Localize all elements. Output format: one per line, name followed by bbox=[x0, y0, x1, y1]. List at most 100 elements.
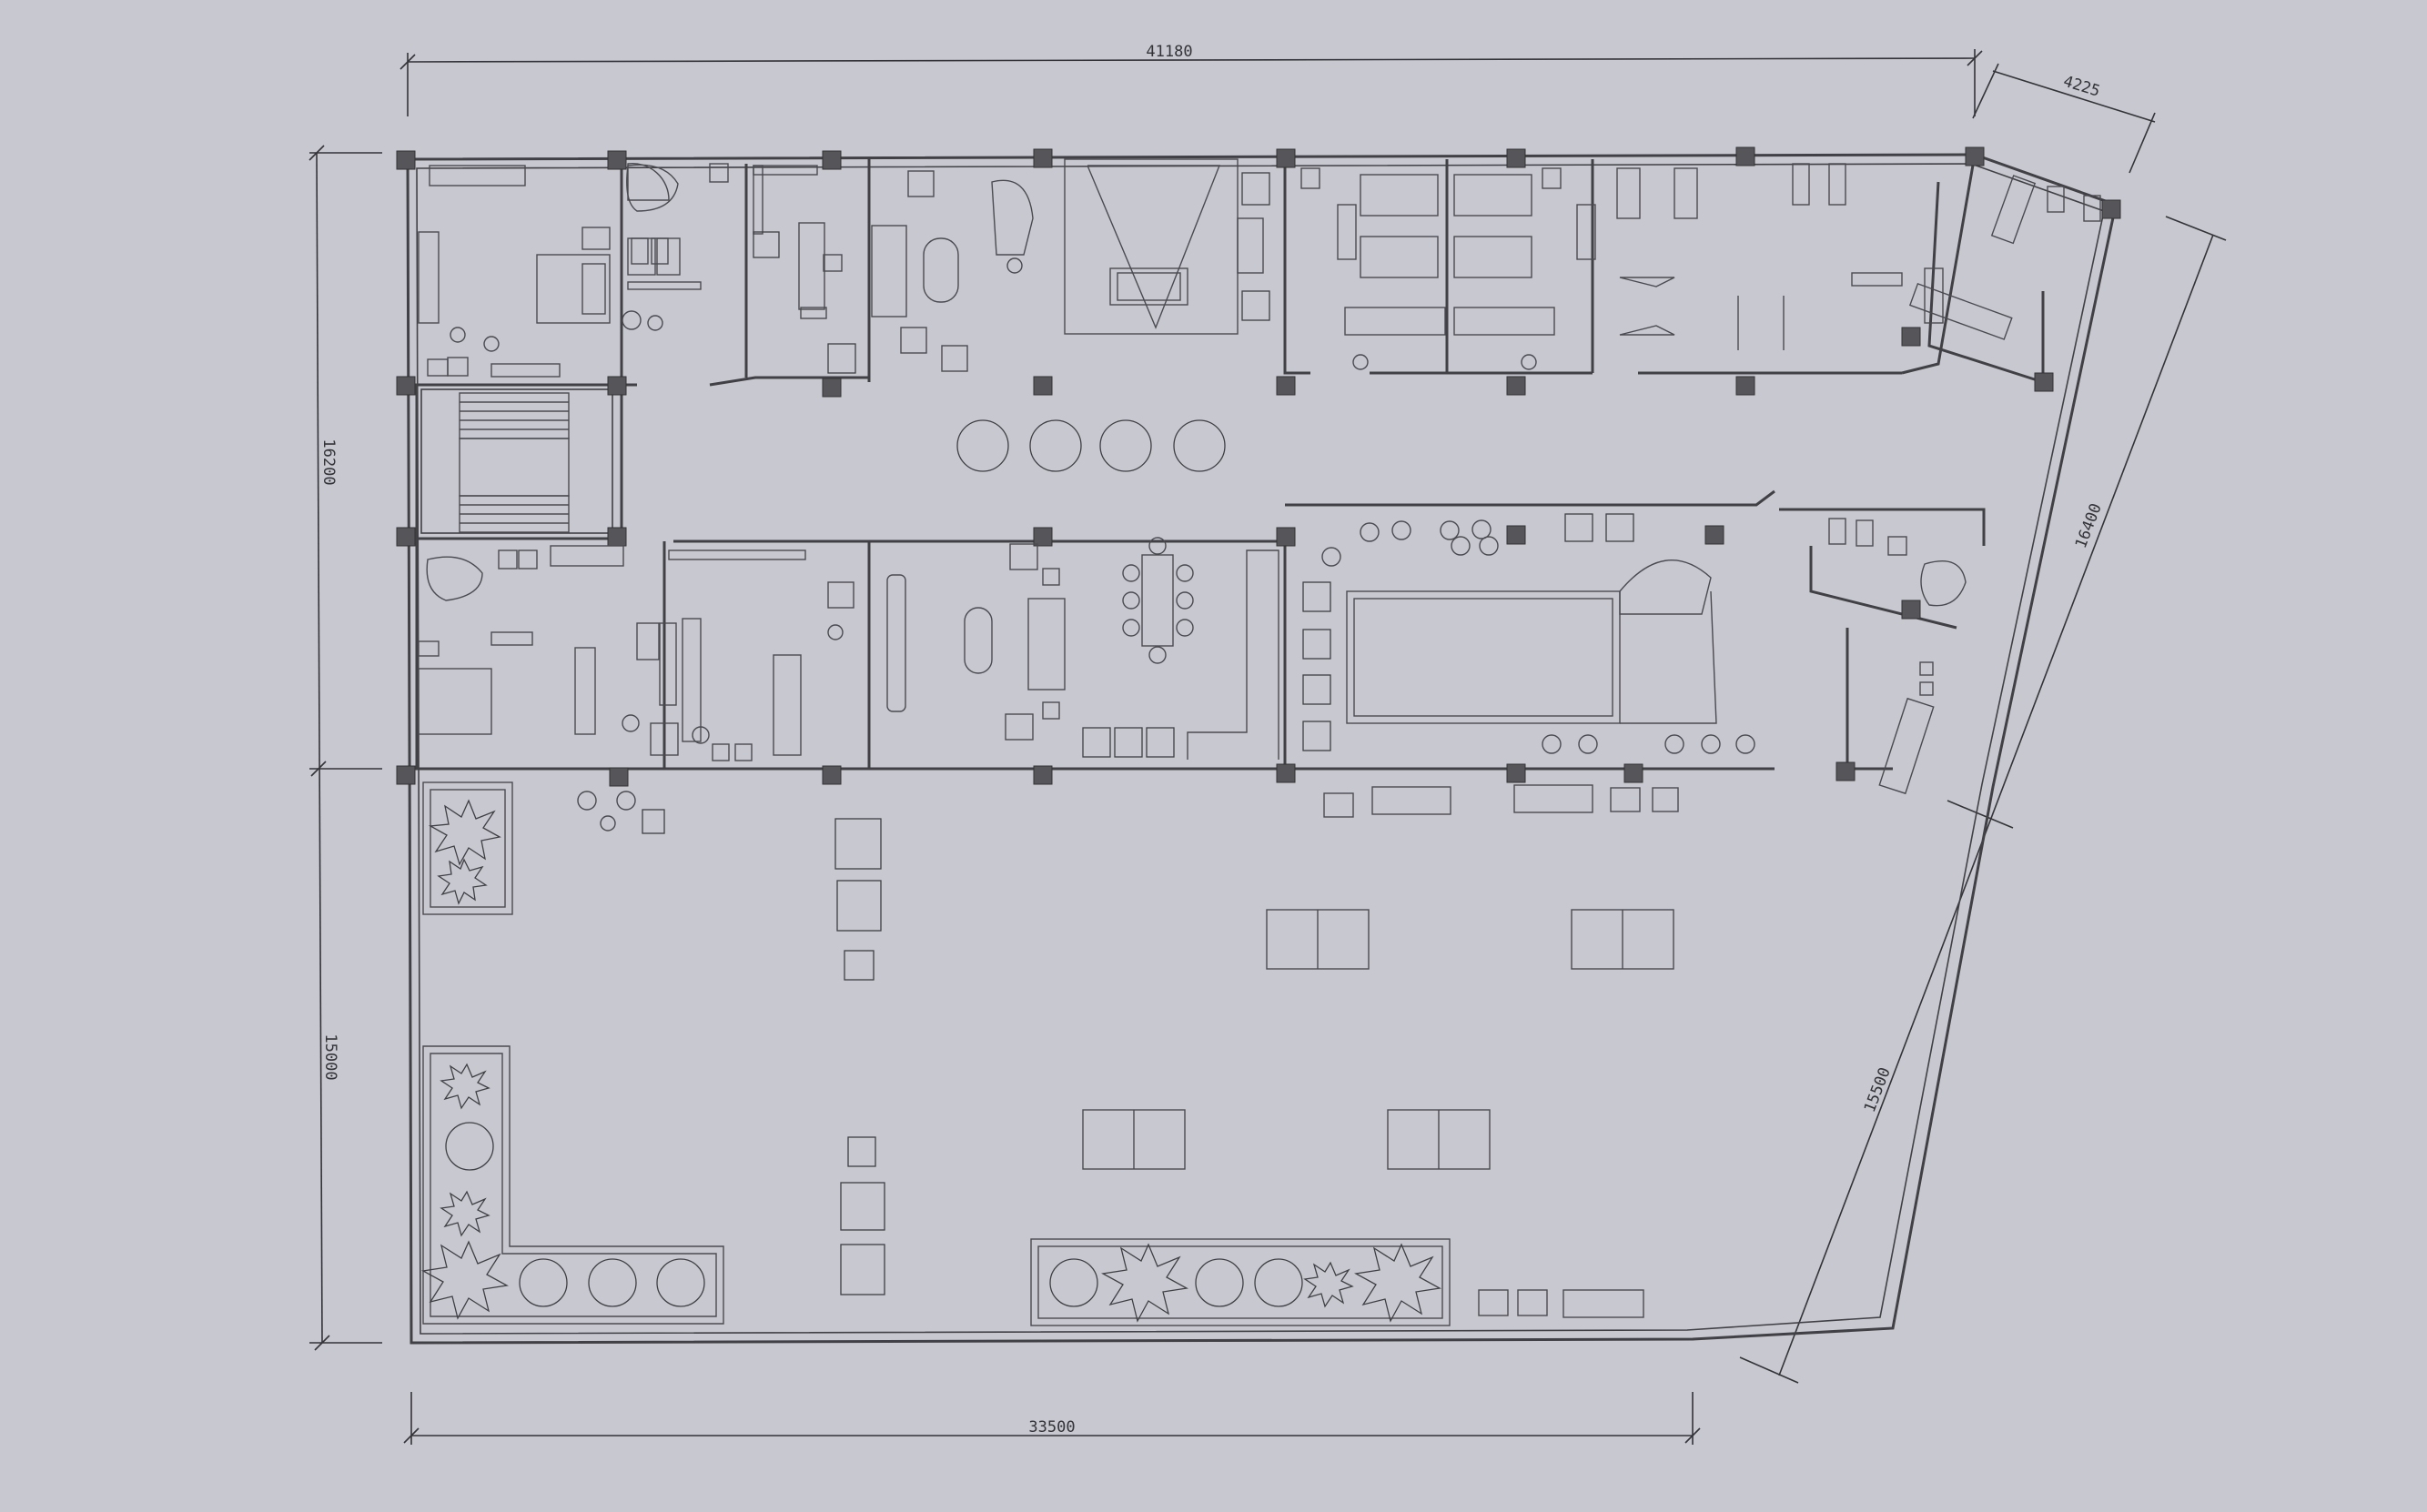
bed-icon bbox=[1360, 174, 1439, 217]
shrub-icon bbox=[1302, 721, 1331, 751]
column-icon bbox=[1276, 527, 1296, 547]
column-icon bbox=[1623, 763, 1643, 783]
column-icon bbox=[396, 376, 416, 396]
terrace bbox=[421, 781, 1679, 1326]
dim-left-upper: 16200 bbox=[319, 438, 338, 485]
shrub-icon bbox=[834, 818, 882, 870]
tree-icon bbox=[440, 1190, 490, 1237]
shrub-icon bbox=[1302, 581, 1331, 612]
tree-icon bbox=[1049, 1258, 1098, 1307]
bathroom-upper bbox=[626, 163, 729, 265]
bathtub-icon bbox=[426, 556, 483, 601]
column-icon bbox=[396, 150, 416, 170]
tree-icon bbox=[956, 419, 1009, 472]
shrub-icon bbox=[753, 231, 780, 258]
shrub-icon bbox=[1146, 727, 1175, 758]
sofa-icon bbox=[1027, 598, 1066, 690]
shrub-icon bbox=[1082, 727, 1111, 758]
tree-icon bbox=[1303, 1261, 1354, 1308]
tree-icon bbox=[440, 1063, 490, 1110]
bed-icon bbox=[1360, 236, 1439, 278]
shrub-icon bbox=[1241, 290, 1270, 321]
column-icon bbox=[1033, 148, 1053, 168]
columns bbox=[396, 146, 2121, 787]
tree-icon bbox=[1195, 1258, 1244, 1307]
bath-lower-right bbox=[1828, 518, 1967, 795]
dimension-lines bbox=[308, 49, 2227, 1445]
billiard-room bbox=[1302, 513, 1755, 754]
shrub-icon bbox=[1114, 727, 1143, 758]
sofa-icon bbox=[1562, 1289, 1644, 1318]
column-icon bbox=[1835, 761, 1856, 781]
column-icon bbox=[1276, 763, 1296, 783]
tree-icon bbox=[1099, 419, 1152, 472]
column-icon bbox=[1033, 376, 1053, 396]
bathtub-icon bbox=[1920, 560, 1967, 607]
closet-lower bbox=[668, 549, 855, 761]
column-icon bbox=[1735, 146, 1755, 166]
shrub-icon bbox=[1564, 513, 1593, 542]
shrub-icon bbox=[836, 880, 882, 932]
sofa-icon bbox=[871, 225, 907, 318]
shrub-icon bbox=[847, 1136, 876, 1167]
dimension-labels: 41180 4225 16200 15000 16400 15500 33500 bbox=[319, 43, 2106, 1436]
tree-icon bbox=[428, 799, 501, 905]
tree-icon bbox=[519, 1258, 568, 1307]
tree-icon bbox=[445, 1122, 494, 1171]
piano-icon bbox=[991, 179, 1034, 256]
toilet-icon bbox=[1828, 518, 1846, 545]
dining-table-icon bbox=[1141, 554, 1174, 647]
tree-icon bbox=[656, 1258, 705, 1307]
shrub-icon bbox=[1241, 172, 1270, 206]
bath-top-right bbox=[1908, 175, 2101, 340]
dim-bottom: 33500 bbox=[1028, 1418, 1075, 1436]
bed-icon bbox=[536, 254, 611, 324]
bathtub-icon bbox=[1453, 307, 1555, 336]
pool-table-icon bbox=[1346, 590, 1621, 724]
upper-lounge bbox=[871, 158, 1270, 372]
column-icon bbox=[396, 765, 416, 785]
treadmill-icon bbox=[1674, 167, 1698, 219]
shrub-icon bbox=[642, 809, 665, 834]
column-icon bbox=[822, 378, 842, 398]
shrub-icon bbox=[844, 950, 875, 981]
column-icon bbox=[1506, 376, 1526, 396]
column-icon bbox=[2034, 372, 2054, 392]
bedroom-lower bbox=[418, 545, 710, 756]
tree-icon bbox=[421, 1240, 509, 1320]
column-icon bbox=[1735, 376, 1755, 396]
staircase-icon bbox=[459, 392, 570, 533]
column-icon bbox=[396, 527, 416, 547]
column-icon bbox=[1965, 146, 1985, 166]
dim-top: 41180 bbox=[1146, 43, 1192, 61]
dim-right-upper: 16400 bbox=[2072, 501, 2106, 551]
interior-walls bbox=[408, 154, 2045, 771]
column-icon bbox=[1276, 376, 1296, 396]
bedroom-upper bbox=[418, 162, 702, 378]
gym bbox=[1616, 163, 1944, 350]
column-icon bbox=[1704, 525, 1724, 545]
column-icon bbox=[1506, 763, 1526, 783]
shrub-icon bbox=[1302, 674, 1331, 705]
dim-left-lower: 15000 bbox=[321, 1033, 339, 1080]
bed-icon bbox=[418, 668, 492, 735]
toilet-icon bbox=[709, 163, 729, 183]
sofa-icon bbox=[1371, 786, 1451, 815]
tree-icon bbox=[588, 1258, 637, 1307]
closet-upper bbox=[753, 165, 856, 374]
column-icon bbox=[609, 767, 629, 787]
shrub-icon bbox=[1605, 513, 1634, 542]
column-icon bbox=[1901, 600, 1921, 620]
bathtub-icon bbox=[626, 164, 679, 212]
column-icon bbox=[822, 765, 842, 785]
treadmill-icon bbox=[1616, 167, 1641, 219]
sofa-icon bbox=[1513, 784, 1593, 813]
tree-icon bbox=[1354, 1243, 1441, 1323]
tree-row-center bbox=[956, 419, 1226, 472]
tree-icon bbox=[1254, 1258, 1303, 1307]
column-icon bbox=[607, 150, 627, 170]
living-dining bbox=[886, 537, 1279, 760]
shrub-icon bbox=[827, 343, 856, 374]
shrub-icon bbox=[840, 1244, 885, 1295]
